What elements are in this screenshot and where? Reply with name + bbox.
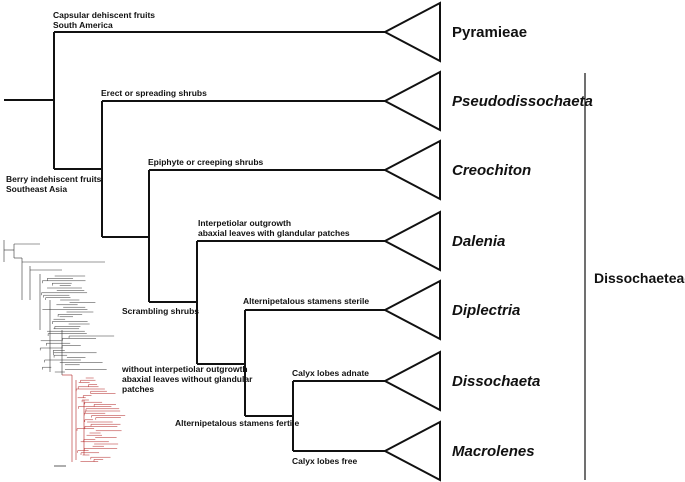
label-free: Calyx lobes free	[292, 456, 357, 466]
label-fertile: Alternipetalous stamens fertile	[175, 418, 300, 428]
label-capsular-1: Capsular dehiscent fruits	[53, 10, 155, 20]
label-sterile: Alternipetalous stamens sterile	[243, 296, 369, 306]
triangle-pyramieae	[382, 1, 441, 63]
clade-name-pseudodissochaeta: Pseudodissochaeta	[452, 93, 593, 110]
tribe-label: Dissochaeteae	[594, 270, 685, 286]
label-adnate: Calyx lobes adnate	[292, 368, 369, 378]
triangle-pseudodissochaeta	[382, 70, 441, 132]
label-interpetiolar-2: abaxial leaves with glandular patches	[198, 228, 350, 238]
clade-name-dissochaeta: Dissochaeta	[452, 373, 540, 390]
inset-full-phylogeny	[3, 240, 126, 467]
label-without-3: patches	[122, 384, 154, 394]
triangle-diplectria	[382, 279, 441, 341]
triangle-dissochaeta	[382, 350, 441, 412]
label-interpetiolar-1: Interpetiolar outgrowth	[198, 218, 291, 228]
clade-name-creochiton: Creochiton	[452, 162, 531, 179]
label-scrambling: Scrambling shrubs	[122, 306, 199, 316]
triangle-creochiton	[382, 139, 441, 201]
label-berry-1: Berry indehiscent fruits	[6, 174, 102, 184]
clade-names: Pyramieae Pseudodissochaeta Creochiton D…	[452, 24, 593, 460]
clade-name-pyramieae: Pyramieae	[452, 24, 527, 41]
clade-name-diplectria: Diplectria	[452, 302, 520, 319]
clade-triangles	[382, 1, 441, 482]
triangle-dalenia	[382, 210, 441, 272]
label-without-1: without interpetiolar outgrowth	[121, 364, 248, 374]
label-epiphyte: Epiphyte or creeping shrubs	[148, 157, 264, 167]
branch-annotations: Capsular dehiscent fruits South America …	[6, 10, 369, 466]
clade-name-macrolenes: Macrolenes	[452, 443, 535, 460]
label-without-2: abaxial leaves without glandular	[122, 374, 253, 384]
triangle-macrolenes	[382, 420, 441, 482]
clade-name-dalenia: Dalenia	[452, 233, 505, 250]
label-capsular-2: South America	[53, 20, 113, 30]
tree-branches	[4, 31, 385, 452]
label-erect: Erect or spreading shrubs	[101, 88, 207, 98]
label-berry-2: Southeast Asia	[6, 184, 67, 194]
